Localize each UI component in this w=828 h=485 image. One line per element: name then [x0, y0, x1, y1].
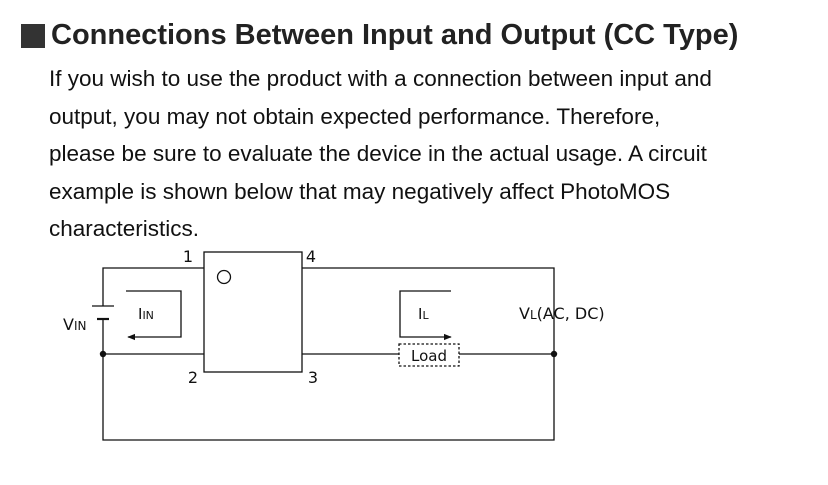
- vin-label: VIN: [63, 315, 86, 334]
- vl-label: VL(AC, DC): [519, 304, 605, 323]
- pin1-index-mark: [216, 269, 232, 285]
- il-current-arrow: [399, 290, 452, 341]
- load-label: Load: [411, 347, 447, 365]
- section-title: Connections Between Input and Output (CC…: [51, 18, 739, 51]
- paragraph-line: If you wish to use the product with a co…: [49, 66, 712, 91]
- load-box: [398, 343, 460, 367]
- paragraph-line: please be sure to evaluate the device in…: [49, 141, 707, 166]
- section-heading: Connections Between Input and Output (CC…: [21, 15, 738, 55]
- il-label: IL: [418, 305, 429, 323]
- pin4-label: 4: [306, 247, 316, 266]
- paragraph-line: example is shown below that may negative…: [49, 178, 671, 204]
- junction-right: [550, 350, 558, 358]
- pin3-label: 3: [308, 368, 318, 387]
- description-paragraph: If you wish to use the product with a co…: [49, 60, 824, 248]
- paragraph-line: output, you may not obtain expected perf…: [49, 103, 661, 129]
- iin-current-arrow: [126, 290, 182, 341]
- iin-label: IIN: [138, 305, 154, 323]
- photomos-device-box: [203, 251, 303, 373]
- outer-loop-wire: [102, 354, 555, 441]
- heading-square-marker: [21, 24, 45, 48]
- input-top-wire: [102, 267, 204, 306]
- pin1-label: 1: [183, 247, 193, 266]
- pin2-label: 2: [188, 368, 198, 387]
- paragraph-line: characteristics.: [49, 216, 200, 241]
- junction-left: [99, 350, 107, 358]
- output-top-wire: [302, 267, 555, 354]
